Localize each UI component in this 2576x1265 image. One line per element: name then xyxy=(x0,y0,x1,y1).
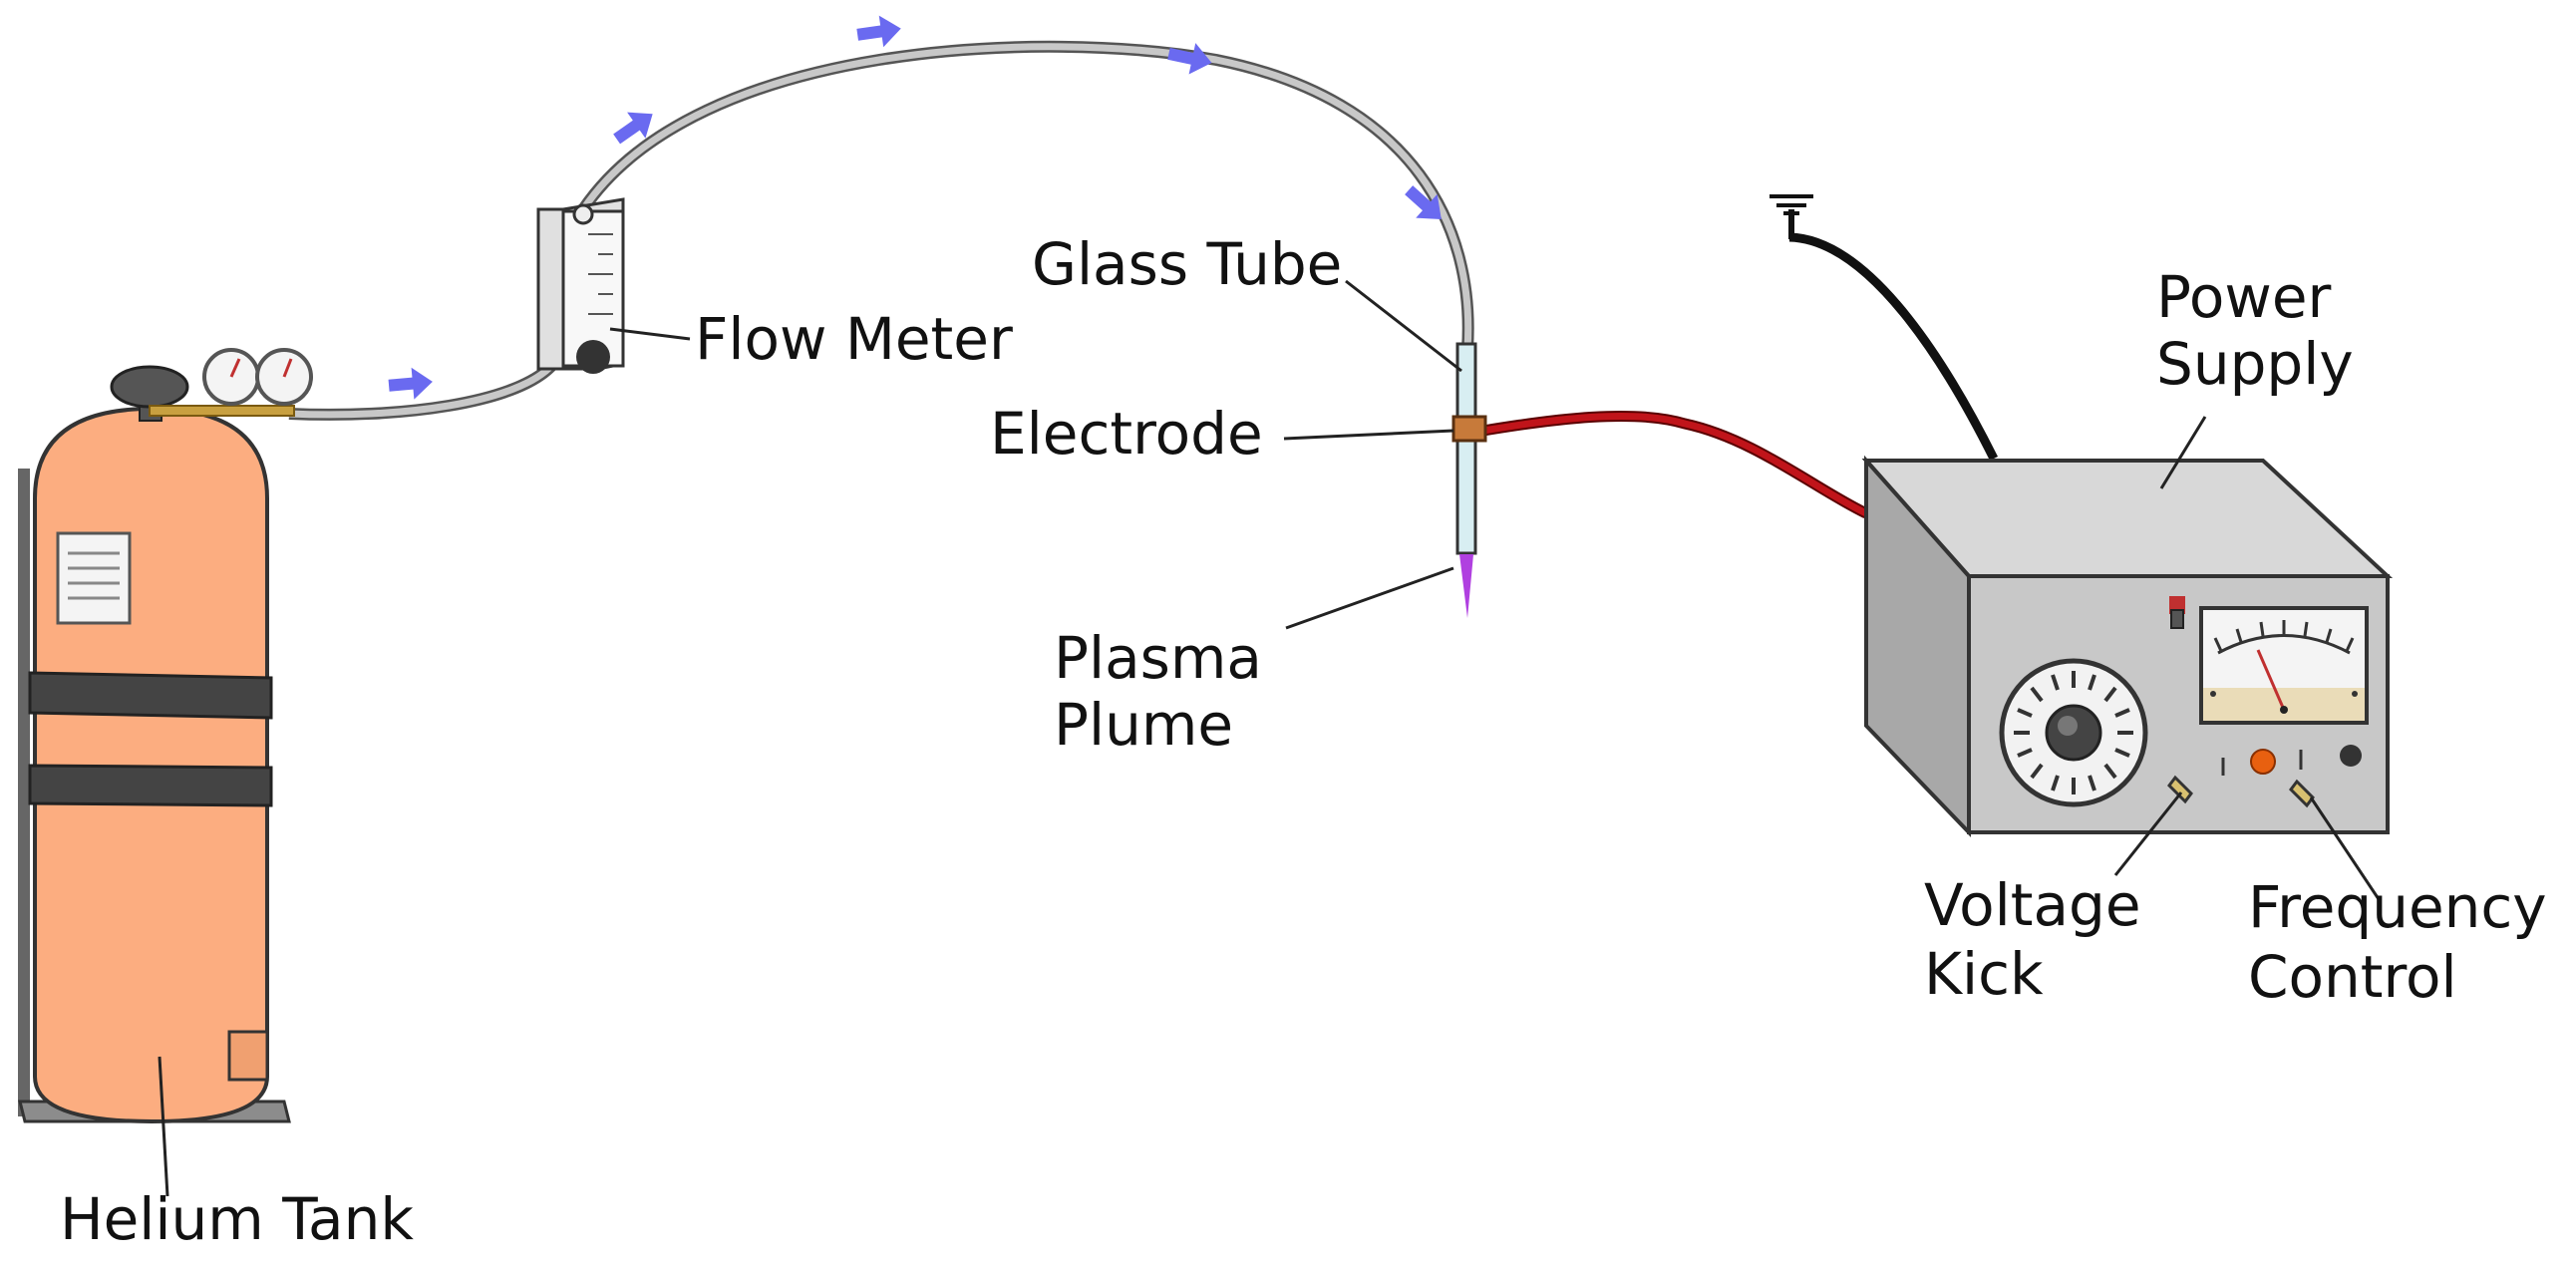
dial-knob-icon xyxy=(1999,658,2148,807)
frequency-control-label-line2: Control xyxy=(2248,943,2457,1011)
flow-direction-arrow-icon xyxy=(1405,185,1442,220)
flow-meter-label: Flow Meter xyxy=(695,305,1013,373)
analog-meter-icon xyxy=(2199,606,2369,725)
frequency-control-switch xyxy=(2289,750,2315,808)
flow-meter xyxy=(536,197,625,374)
leader-lines xyxy=(158,279,2381,1197)
flow-direction-arrow-icon xyxy=(1167,43,1212,75)
power-supply xyxy=(1861,455,2394,837)
ground-cable xyxy=(1788,209,1999,462)
plasma-plume-label-line1: Plasma xyxy=(1054,624,1262,692)
plasma-plume-label-line2: Plume xyxy=(1054,691,1233,759)
electrode-label: Electrode xyxy=(990,400,1263,468)
voltage-kick-label-line1: Voltage xyxy=(1924,871,2141,939)
flow-direction-arrow-icon xyxy=(613,112,653,145)
plasma-plume xyxy=(1459,554,1473,618)
flow-direction-arrow-icon xyxy=(856,15,901,48)
glass-tube-label: Glass Tube xyxy=(1032,230,1342,298)
flow-direction-arrows xyxy=(388,15,1442,400)
regulator-gauge-icon xyxy=(202,348,260,406)
helium-tank-label: Helium Tank xyxy=(60,1185,414,1253)
ground-symbol-icon xyxy=(1770,194,1813,215)
toggle-switch-icon xyxy=(2169,596,2185,629)
glass-tube xyxy=(1455,342,1477,555)
power-supply-label-line2: Supply xyxy=(2156,330,2354,398)
helium-tank xyxy=(18,348,313,1124)
power-supply-label-line1: Power xyxy=(2156,263,2332,331)
voltage-kick-label-line2: Kick xyxy=(1924,940,2044,1008)
frequency-control-label-line1: Frequency xyxy=(2248,873,2547,941)
voltage-kick-switch xyxy=(2167,758,2225,804)
flow-direction-arrow-icon xyxy=(388,367,433,400)
regulator-gauge-icon xyxy=(255,348,313,406)
electrode xyxy=(1451,415,1487,443)
high-voltage-cable xyxy=(1482,410,1869,518)
